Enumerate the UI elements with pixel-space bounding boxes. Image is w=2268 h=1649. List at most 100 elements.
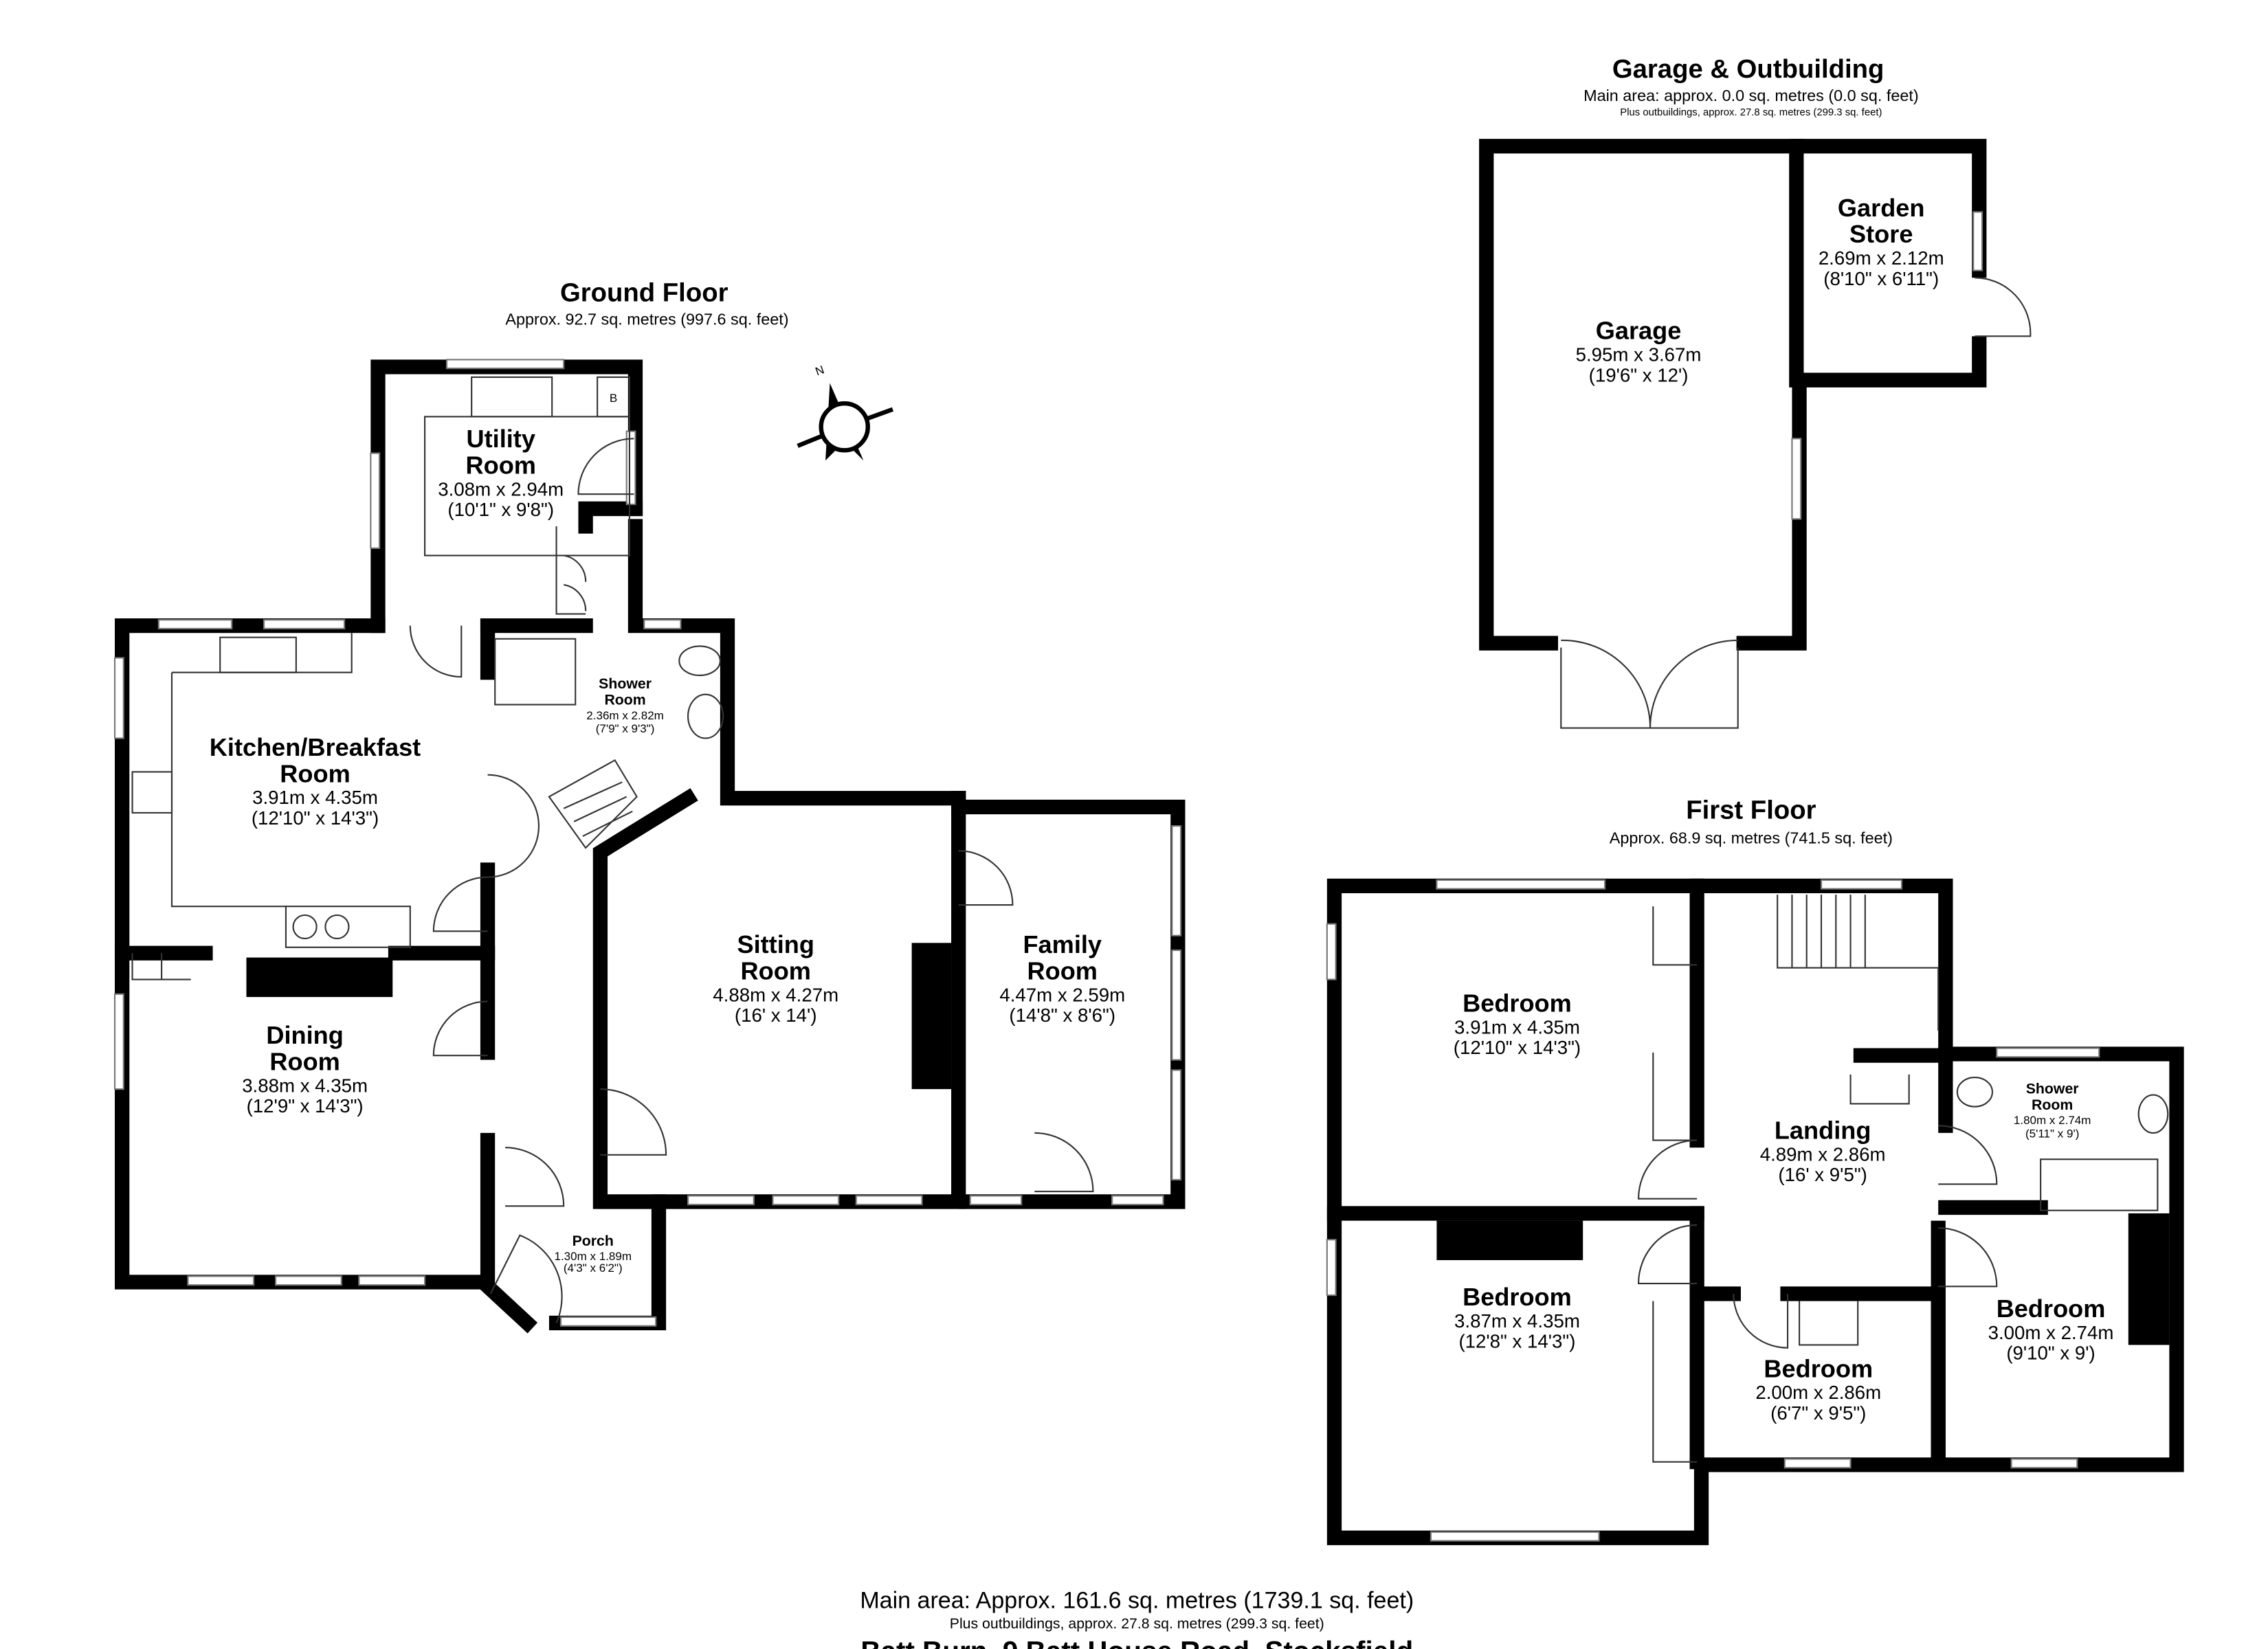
- svg-text:(8'10" x 6'11"): (8'10" x 6'11"): [1823, 268, 1939, 289]
- room-dining: Dining Room 3.88m x 4.35m (12'9" x 14'3"…: [242, 1021, 368, 1117]
- toilet-first: [1956, 1077, 1993, 1108]
- range-cooker: [285, 906, 411, 948]
- window: [855, 1195, 923, 1206]
- svg-text:(12'10" x 14'3"): (12'10" x 14'3"): [1454, 1037, 1581, 1058]
- room-bedroom-2: Bedroom 3.87m x 4.35m (12'8" x 14'3"): [1454, 1283, 1580, 1352]
- wardrobe-bedroom-1: [1652, 906, 1698, 1141]
- first-floor-windows: [1326, 879, 2100, 1542]
- window: [687, 1195, 755, 1206]
- window: [1972, 211, 1983, 271]
- svg-text:Kitchen/Breakfast: Kitchen/Breakfast: [210, 733, 421, 761]
- door-hall: [487, 774, 540, 878]
- window: [1430, 1531, 1600, 1542]
- svg-text:1.30m x 1.89m: 1.30m x 1.89m: [554, 1250, 632, 1263]
- first-floor-area: Approx. 68.9 sq. metres (741.5 sq. feet): [1610, 829, 1893, 847]
- garden-store-door: [1975, 277, 2032, 337]
- chimney-breast-bedroom-4: [2128, 1213, 2170, 1345]
- svg-text:Garden: Garden: [1838, 194, 1925, 222]
- door-porch-inner: [505, 1147, 565, 1207]
- room-bedroom-4: Bedroom 3.00m x 2.74m (9'10" x 9'): [1988, 1294, 2114, 1364]
- window: [643, 619, 682, 629]
- first-floor-doors: [1637, 906, 1998, 1463]
- window: [1326, 1239, 1337, 1297]
- room-bedroom-1: Bedroom 3.91m x 4.35m (12'10" x 14'3"): [1454, 989, 1581, 1058]
- first-floor: First Floor Approx. 68.9 sq. metres (741…: [1326, 795, 2184, 1545]
- door-dining: [432, 1000, 488, 1057]
- room-shower-ground: Shower Room 2.36m x 2.82m (7'9" x 9'3"): [586, 675, 664, 735]
- svg-text:(6'7" x 9'5"): (6'7" x 9'5"): [1770, 1402, 1866, 1424]
- compass-icon: N: [797, 363, 894, 461]
- svg-text:Room: Room: [269, 1047, 340, 1075]
- svg-text:(5'11" x 9'): (5'11" x 9'): [2025, 1127, 2079, 1140]
- window: [559, 1316, 657, 1327]
- compass-north-label: N: [814, 363, 826, 378]
- room-shower-first: Shower Room 1.80m x 2.74m (5'11" x 9'): [2014, 1080, 2091, 1140]
- hob: [131, 771, 173, 814]
- svg-text:4.47m x 2.59m: 4.47m x 2.59m: [999, 984, 1125, 1005]
- svg-text:Bedroom: Bedroom: [1463, 989, 1572, 1017]
- footer-main-area: Main area: Approx. 161.6 sq. metres (173…: [860, 1587, 1414, 1613]
- svg-text:3.00m x 2.74m: 3.00m x 2.74m: [1988, 1322, 2114, 1343]
- door-shower-first: [1938, 1125, 1998, 1185]
- svg-text:2.00m x 2.86m: 2.00m x 2.86m: [1755, 1382, 1881, 1403]
- svg-text:Room: Room: [280, 759, 350, 787]
- svg-text:Shower: Shower: [599, 675, 652, 692]
- window: [969, 1195, 1023, 1206]
- window: [1820, 879, 1903, 890]
- svg-text:Garage: Garage: [1596, 317, 1682, 345]
- svg-text:4.89m x 2.86m: 4.89m x 2.86m: [1760, 1143, 1886, 1165]
- garage-title: Garage & Outbuilding: [1612, 54, 1885, 84]
- utility-sink: [471, 376, 553, 418]
- front-door: [489, 1234, 563, 1323]
- garage-outbuildings-area: Plus outbuildings, approx. 27.8 sq. metr…: [1620, 107, 1882, 118]
- chimney-breast-sitting: [911, 943, 952, 1090]
- svg-text:(10'1" x 9'8"): (10'1" x 9'8"): [447, 499, 554, 520]
- window: [772, 1195, 840, 1206]
- svg-text:Room: Room: [466, 451, 536, 479]
- svg-text:3.88m x 4.35m: 3.88m x 4.35m: [242, 1075, 368, 1096]
- window: [113, 657, 124, 739]
- window: [370, 452, 381, 549]
- ground-floor-doors: [131, 438, 1094, 1323]
- ground-floor-windows: [113, 359, 1182, 1327]
- room-utility: Utility Room 3.08m x 2.94m (10'1" x 9'8"…: [438, 425, 564, 520]
- room-bedroom-3: Bedroom 2.00m x 2.86m (6'7" x 9'5"): [1755, 1354, 1881, 1424]
- svg-text:Bedroom: Bedroom: [1764, 1354, 1873, 1382]
- svg-text:(14'8" x 8'6"): (14'8" x 8'6"): [1009, 1005, 1115, 1026]
- door-family-garden: [1034, 1132, 1094, 1193]
- door-bedroom-2: [1637, 1224, 1698, 1285]
- svg-text:(7'9" x 9'3"): (7'9" x 9'3"): [596, 722, 655, 735]
- window: [1326, 923, 1337, 980]
- svg-text:Room: Room: [1027, 957, 1098, 985]
- svg-text:Sitting: Sitting: [737, 930, 814, 958]
- shower-tray: [494, 638, 577, 706]
- svg-text:(12'10" x 14'3"): (12'10" x 14'3"): [252, 807, 379, 829]
- wardrobe-bedroom-3: [1799, 1301, 1859, 1346]
- door-bedroom-4: [1938, 1227, 1998, 1288]
- window: [1171, 1069, 1182, 1181]
- svg-text:Room: Room: [741, 957, 811, 985]
- svg-text:(12'8" x 14'3"): (12'8" x 14'3"): [1458, 1331, 1575, 1352]
- window: [157, 619, 233, 629]
- svg-text:(19'6" x 12'): (19'6" x 12'): [1589, 364, 1689, 385]
- toilet: [678, 645, 721, 677]
- window: [1111, 1195, 1164, 1206]
- shower-tray-first: [2040, 1158, 2159, 1211]
- svg-text:Bedroom: Bedroom: [1463, 1283, 1572, 1311]
- door-bedroom-1: [1637, 1139, 1698, 1200]
- boiler: [597, 376, 631, 418]
- svg-text:Landing: Landing: [1775, 1116, 1871, 1144]
- svg-text:Store: Store: [1849, 220, 1913, 248]
- footer-outbuildings: Plus outbuildings, approx. 27.8 sq. metr…: [950, 1615, 1324, 1632]
- door-family: [958, 850, 1014, 906]
- svg-text:Family: Family: [1023, 930, 1102, 958]
- svg-text:3.08m x 2.94m: 3.08m x 2.94m: [438, 478, 564, 500]
- window: [1996, 1047, 2100, 1058]
- basin-first: [2137, 1094, 2169, 1134]
- svg-text:(16' x 9'5"): (16' x 9'5"): [1778, 1164, 1867, 1185]
- chimney-breast: [246, 957, 393, 998]
- ground-floor-walls: [115, 359, 1186, 1334]
- garage-outbuilding: Garage & Outbuilding Main area: approx. …: [1479, 54, 2032, 729]
- staircase: [548, 759, 638, 849]
